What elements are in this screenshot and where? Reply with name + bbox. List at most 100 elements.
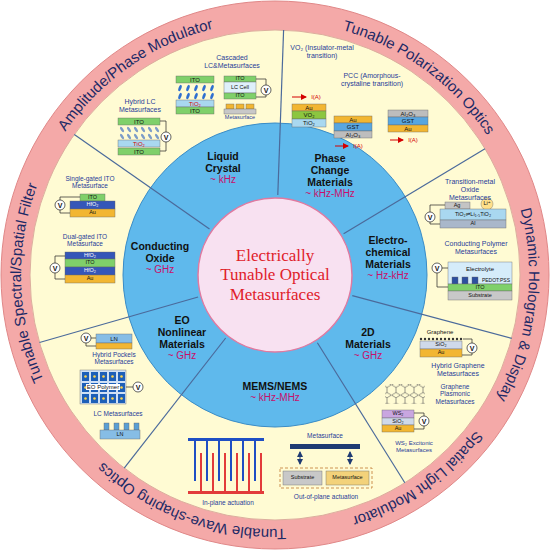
material-sector: EO Nonlinear Materials~ GHz	[152, 314, 212, 362]
material-sector: Liquid Crystal~ kHz	[195, 150, 251, 186]
graphene-sheet	[460, 338, 462, 340]
2d-illustration	[420, 349, 462, 357]
voltage-symbol: V	[164, 134, 169, 141]
material-sector: 2D Materials~ GHz	[338, 326, 398, 362]
conducting-oxide-illustration	[65, 275, 115, 283]
eo-polymer-grid	[102, 397, 105, 400]
bias-wire	[60, 210, 70, 213]
caption: LC Metasurfaces	[93, 411, 142, 418]
layer-label: ITO	[235, 93, 244, 99]
lc-molecule	[202, 92, 207, 99]
pcm-illustration	[292, 104, 326, 111]
eo-polymer-grid	[120, 375, 123, 378]
layer-label: TiO₂	[303, 120, 315, 126]
application-label: Amplitude/Phase Modulator	[54, 15, 214, 133]
2d-illustration	[382, 425, 414, 432]
layer-label: Al₂O₃	[346, 132, 361, 138]
layer-label: ITO	[85, 260, 94, 266]
bias-wire	[55, 256, 65, 263]
conducting-oxide-illustration	[70, 201, 115, 209]
lc-molecule	[119, 133, 125, 139]
graphene-sheet	[456, 338, 458, 340]
layer-label: HfO₂	[84, 268, 96, 274]
layer-label: ITO	[235, 76, 244, 82]
lc-illustration	[118, 76, 256, 155]
caption: Single-gated ITO Metasurface	[60, 175, 120, 189]
lc-molecule	[178, 84, 183, 91]
voltage-symbol: V	[435, 265, 440, 272]
voltage-source	[467, 343, 477, 353]
layer-label: Li⁺	[483, 201, 490, 207]
eo-illustration	[80, 370, 126, 404]
eo-polymer-grid	[100, 372, 107, 381]
mems-illustration	[350, 452, 351, 464]
current-label: TiO₂	[133, 141, 145, 147]
layer-label: PEDOT:PSS	[482, 278, 510, 283]
eo-illustration	[134, 423, 139, 430]
eo-polymer-grid	[93, 397, 96, 400]
bias-wire	[60, 197, 80, 200]
voltage-source	[50, 263, 60, 273]
center-circle: Electrically Tunable Optical Metasurface…	[197, 197, 353, 353]
pcm-illustration	[292, 111, 326, 119]
lc-molecule	[126, 126, 132, 132]
caption: VO₂ (Insulator-metal transition)	[287, 44, 357, 59]
lc-illustration	[224, 82, 256, 93]
layer-label: GST	[347, 124, 359, 130]
mems-illustration	[326, 471, 369, 485]
lc-molecule	[194, 92, 199, 99]
current-label: TiO₂	[189, 101, 201, 107]
layer-label: Metasurface	[332, 475, 362, 481]
material-ring	[123, 123, 427, 427]
layer-label: VO₂	[304, 112, 315, 118]
layer-label: ITO	[190, 108, 200, 114]
layer-label: LN	[116, 432, 123, 438]
caption: Graphene Plasmonic Metasurfaces	[430, 383, 480, 404]
lc-molecule	[154, 126, 160, 132]
application-label: Tunable Spectral/Spatial Filter	[7, 180, 47, 386]
eo-illustration	[96, 334, 132, 343]
comb-drive	[248, 453, 250, 491]
conducting-oxide-illustration	[80, 194, 105, 201]
bias-wire	[437, 273, 448, 287]
pcm-illustration	[334, 123, 372, 131]
voltage-symbol: V	[58, 202, 63, 209]
caption: Hybrid Pockels Metasurfaces	[84, 351, 144, 365]
layer-label: SiO₂	[435, 342, 446, 348]
eo-polymer-grid	[109, 372, 116, 381]
layer-label: Au	[305, 105, 312, 111]
lc-illustration	[176, 100, 214, 107]
lc-molecule	[194, 84, 199, 91]
lc-molecule	[186, 92, 191, 99]
response-speed: ~ GHz	[128, 264, 192, 276]
sector-divider	[352, 296, 511, 339]
comb-drive	[194, 441, 196, 481]
voltage-symbol: V	[53, 265, 58, 272]
layer-label: Au	[87, 276, 94, 282]
voltage-symbol: V	[428, 214, 433, 221]
pcm-illustration	[388, 125, 428, 132]
eo-polymer-grid	[82, 372, 125, 403]
lc-molecule	[140, 133, 146, 139]
caption: Hybrid Graphene Metasurfaces	[423, 362, 493, 377]
material-sector: Phase Change Materials~ kHz-MHz	[300, 152, 360, 200]
bias-wire	[414, 426, 424, 429]
caption: Out-of-plane actuation	[294, 494, 358, 501]
voltage-source	[50, 85, 477, 426]
lc-molecule	[133, 126, 139, 132]
lc-molecule	[126, 133, 132, 139]
layer-label: Electrolyte	[466, 266, 494, 272]
graphene-sheet	[428, 338, 430, 340]
caption: WS₂ Excitonic Metasurfaces	[388, 440, 440, 453]
layer-label: EO Polymer	[86, 384, 120, 390]
graphene-sheet	[436, 338, 438, 340]
comb-drive	[188, 438, 264, 441]
layer-label: Au	[349, 117, 356, 123]
voltage-source	[161, 132, 171, 142]
comb-drive	[242, 441, 244, 481]
eo-polymer-grid	[82, 372, 89, 381]
layer-label: Substrate	[468, 293, 492, 299]
pcm-illustration	[388, 117, 428, 125]
voltage-symbol: V	[470, 345, 475, 352]
layer-label: Al	[471, 221, 476, 227]
